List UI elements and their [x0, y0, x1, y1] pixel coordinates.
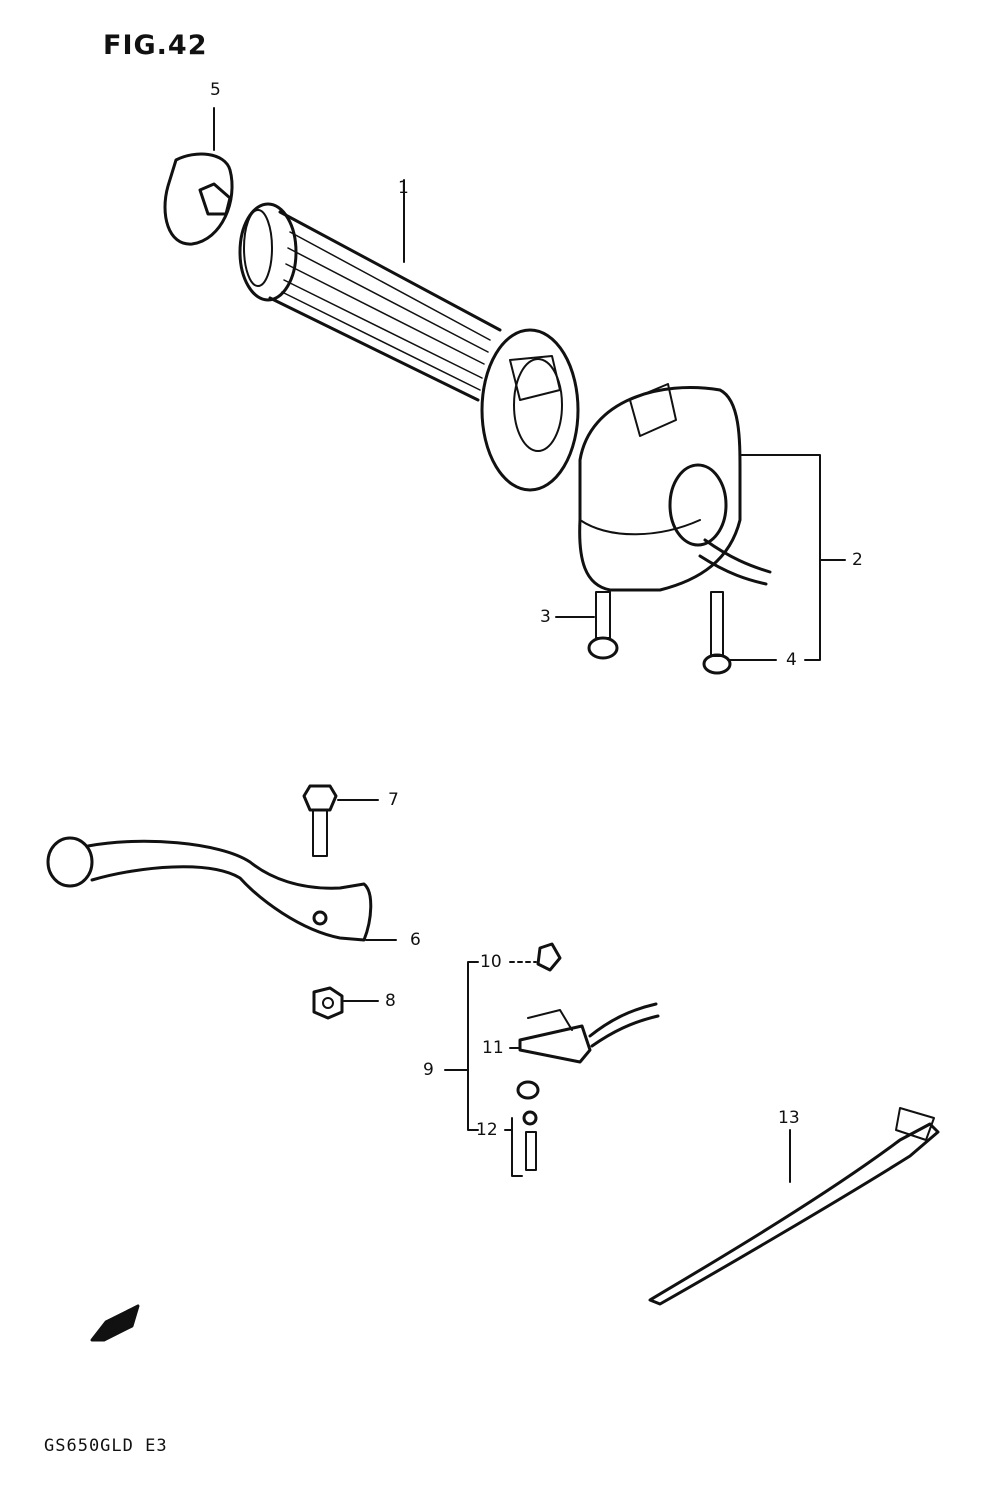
callout-12: 12	[476, 1120, 498, 1140]
callout-13: 13	[778, 1108, 800, 1128]
callout-6: 6	[410, 930, 421, 950]
clutch-lever	[46, 836, 397, 942]
figure-title: FIG.42	[103, 30, 208, 61]
screw-washer-12	[504, 1080, 540, 1177]
callout-4: 4	[786, 650, 797, 670]
callout-9: 9	[423, 1060, 434, 1080]
model-code: GS650GLD E3	[44, 1436, 168, 1456]
screw-10	[509, 942, 562, 972]
switch-assembly-bracket	[444, 961, 479, 1131]
callout-7: 7	[388, 790, 399, 810]
callout-11: 11	[482, 1038, 504, 1058]
callout-8: 8	[385, 991, 396, 1011]
callout-1: 1	[398, 178, 409, 198]
switch-housing	[578, 383, 846, 661]
cable-tie	[648, 1107, 940, 1306]
callout-5: 5	[210, 80, 221, 100]
lever-nut	[312, 986, 379, 1020]
lever-pivot-bolt	[302, 784, 379, 857]
callout-2: 2	[852, 550, 863, 570]
clutch-switch	[509, 1002, 660, 1064]
callout-3: 3	[540, 607, 551, 627]
bar-end-plug	[163, 107, 234, 246]
screw-4	[702, 591, 777, 675]
callout-10: 10	[480, 952, 502, 972]
forward-arrow-icon	[90, 1304, 140, 1342]
handlebar-grip	[238, 179, 580, 492]
screw-3	[555, 591, 619, 660]
